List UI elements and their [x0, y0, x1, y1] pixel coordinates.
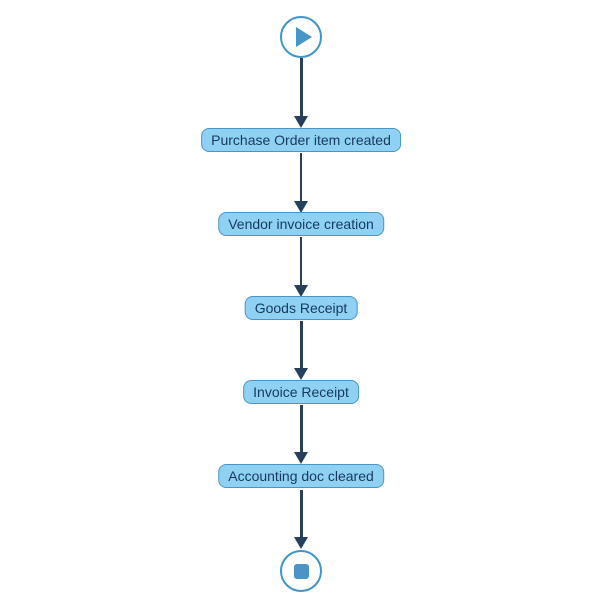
node-invoice-receipt[interactable]: Invoice Receipt [243, 380, 359, 404]
node-vendor-invoice-creation[interactable]: Vendor invoice creation [218, 212, 384, 236]
arrowhead-icon [294, 116, 308, 128]
edge-purchase-order-to-vendor-invoice [294, 153, 308, 213]
end-node[interactable] [280, 550, 322, 592]
edge-line [300, 153, 302, 201]
arrowhead-icon [294, 285, 308, 297]
arrowhead-icon [294, 537, 308, 549]
edge-line [299, 58, 303, 116]
edge-accounting-doc-to-end [294, 490, 308, 549]
edge-start-to-purchase-order [294, 58, 308, 128]
arrowhead-icon [294, 452, 308, 464]
node-accounting-doc-cleared[interactable]: Accounting doc cleared [218, 464, 384, 488]
start-node[interactable] [280, 16, 322, 58]
arrowhead-icon [294, 368, 308, 380]
play-icon [295, 27, 312, 47]
edge-invoice-receipt-to-accounting-doc [294, 405, 308, 464]
node-goods-receipt[interactable]: Goods Receipt [244, 296, 358, 320]
arrowhead-icon [294, 201, 308, 213]
edge-line [299, 490, 303, 537]
edge-vendor-invoice-to-goods-receipt [294, 237, 308, 297]
edge-line [299, 321, 303, 368]
stop-icon [293, 563, 309, 579]
edge-line [300, 237, 302, 285]
edge-goods-receipt-to-invoice-receipt [294, 321, 308, 380]
edge-line [299, 405, 303, 452]
node-purchase-order-item-created[interactable]: Purchase Order item created [201, 128, 401, 152]
